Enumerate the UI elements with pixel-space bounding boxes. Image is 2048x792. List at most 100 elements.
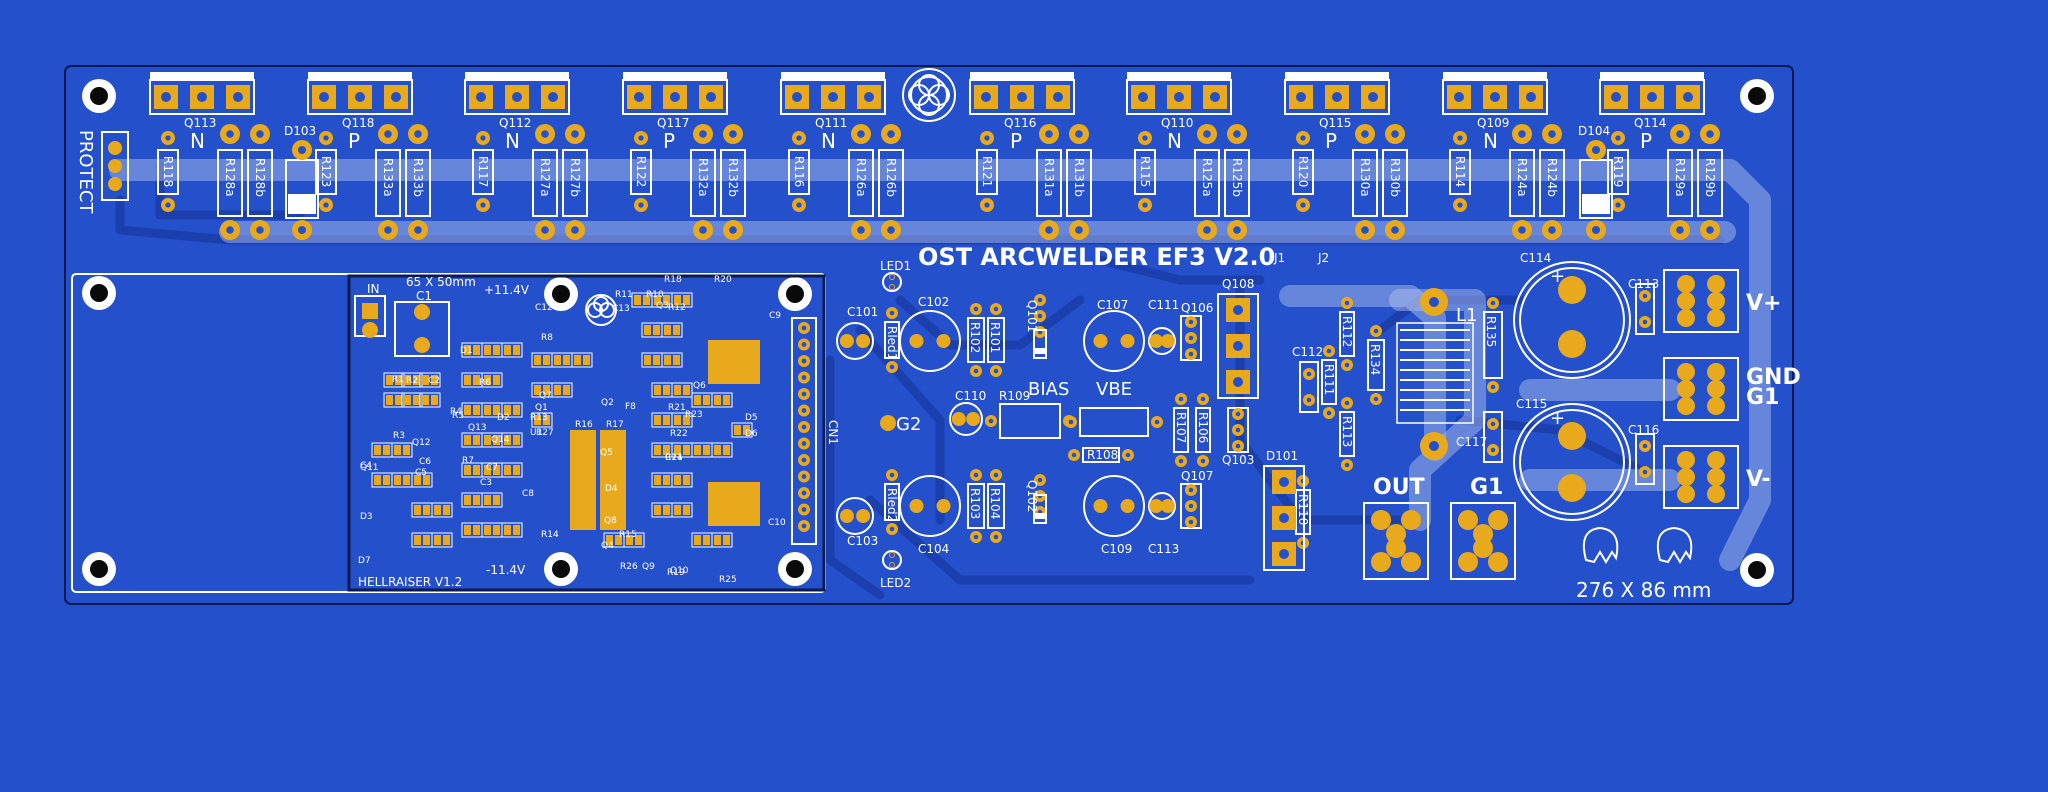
part-label: R112: [1340, 316, 1354, 347]
resistor-r129a: R129a: [1667, 124, 1693, 240]
mount-hole-tl: [82, 79, 116, 113]
hr-part-label: R1: [392, 375, 404, 385]
resistor-ref: R132a: [696, 158, 710, 197]
mount-hole-ml: [82, 276, 116, 310]
part-label: R107: [1174, 412, 1188, 443]
part-label: C107: [1097, 298, 1128, 312]
hr-part-label: C9: [769, 311, 781, 321]
svg-text:+: +: [1550, 266, 1565, 287]
hr-part-label: C10: [768, 518, 786, 528]
part-r134: R134: [1367, 325, 1385, 405]
l1-label: L1: [1456, 305, 1477, 326]
part-label: R134: [1368, 344, 1382, 375]
hr-part-label: Q2: [601, 398, 614, 408]
rail-gnd-label: GND: [1746, 365, 1801, 390]
resistor-r121: R121: [976, 131, 998, 212]
transistor-type: N: [190, 129, 205, 153]
part-label: C103: [847, 534, 878, 548]
svg-text:C112: C112: [1292, 345, 1323, 359]
resistor-r119: R119: [1607, 131, 1629, 212]
led-led2: LED2: [880, 550, 911, 590]
copper-traces: [115, 160, 1725, 600]
resistor-r127a: R127a: [532, 124, 558, 240]
resistor-ref: R120: [1296, 156, 1310, 187]
hr-part-label: R2: [406, 376, 418, 386]
transistor-type: P: [1325, 129, 1337, 153]
resistor-ref: R124a: [1515, 158, 1529, 197]
hr-part-label: R10: [646, 290, 664, 300]
transistor-q108: Q108: [1217, 277, 1259, 399]
cn1-label: CN1: [826, 420, 840, 445]
hr-part-label: R5: [452, 411, 464, 421]
hr-part-label: R23: [685, 410, 703, 420]
hr-part-label: R18: [664, 275, 682, 285]
resistor-ref: R129a: [1673, 158, 1687, 197]
hr-part-label: Q5: [600, 448, 613, 458]
transistor-q103: Q103: [1222, 407, 1254, 467]
d103-label: D103: [284, 124, 316, 138]
transistor-type: N: [505, 129, 520, 153]
transistor-ref: Q111: [815, 116, 847, 130]
resistor-r130b: R130b: [1382, 124, 1408, 240]
hr-part-label: C4: [360, 461, 372, 471]
j2-label: J2: [1317, 251, 1329, 265]
terminal-block-2: [1663, 357, 1739, 421]
resistor-ref: R129b: [1703, 158, 1717, 197]
hr-part-label: Q8: [604, 516, 617, 526]
hr-part-label: C8: [522, 489, 534, 499]
svg-text:Q101: Q101: [1025, 300, 1039, 332]
transistor-type: P: [1010, 129, 1022, 153]
transistor-ref: Q113: [184, 116, 216, 130]
transistor-type: N: [821, 129, 836, 153]
hr-part-label: Q4: [601, 541, 614, 551]
part-r106: R106: [1195, 393, 1211, 467]
hr-part-label: R25: [719, 575, 737, 585]
hr-part-label: R7: [462, 456, 474, 466]
protect-label: PROTECT: [75, 130, 96, 214]
resistor-r133b: R133b: [405, 124, 431, 240]
svg-text:+: +: [1550, 408, 1565, 429]
g1-terminal: G1: [1450, 475, 1516, 580]
part-label: R113: [1340, 416, 1354, 447]
resistor-r117: R117: [472, 131, 494, 212]
hr-part-label: C13: [612, 304, 630, 314]
part-label: R109: [999, 389, 1030, 403]
diode-d104: D104: [1578, 124, 1613, 240]
hr-part-label: C7: [486, 463, 498, 473]
rail-vminus-label: V-: [1746, 467, 1771, 492]
hr-part-label: R21: [668, 403, 686, 413]
hellraiser-module: 65 X 50mm +11.4V -11.4V HELLRAISER V1.2 …: [347, 274, 840, 592]
cap-c115: +: [1513, 403, 1631, 521]
hr-part-label: Q14: [491, 435, 510, 445]
hr-part-label: C12: [535, 303, 553, 313]
part-r102: R102: [967, 303, 985, 377]
hr-part-label: R19: [667, 568, 685, 578]
power-terminals: [1663, 269, 1739, 509]
hr-part-label: D4: [605, 484, 618, 494]
transistor-ref: Q110: [1161, 116, 1193, 130]
mount-hole-bl: [82, 552, 116, 586]
hr-part-label: Q13: [468, 423, 487, 433]
part-label: C109: [1101, 542, 1132, 556]
resistor-ref: R118: [161, 156, 175, 187]
hellraiser-smd-parts: [371, 292, 753, 548]
resistor-r116: R116: [788, 131, 810, 212]
diode-d102: [1033, 494, 1047, 524]
hellraiser-vminus: -11.4V: [486, 563, 526, 577]
svg-text:Q102: Q102: [1025, 480, 1039, 512]
bias-and-driver-section: C101C102C103C104C107C109C111C113C110LED1…: [836, 251, 1659, 590]
cap-c114: +: [1513, 261, 1631, 379]
part-label: R101: [988, 322, 1002, 353]
hr-part-label: D7: [358, 556, 371, 566]
resistor-r125b: R125b: [1224, 124, 1250, 240]
resistor-ref: R133a: [381, 158, 395, 197]
hr-part-label: Q10: [670, 566, 689, 576]
cap-c111: C111: [1148, 298, 1179, 355]
hr-part-label: Q11: [360, 463, 379, 473]
transistor-ref: Q116: [1004, 116, 1036, 130]
bias-label: BIAS: [1028, 379, 1069, 400]
